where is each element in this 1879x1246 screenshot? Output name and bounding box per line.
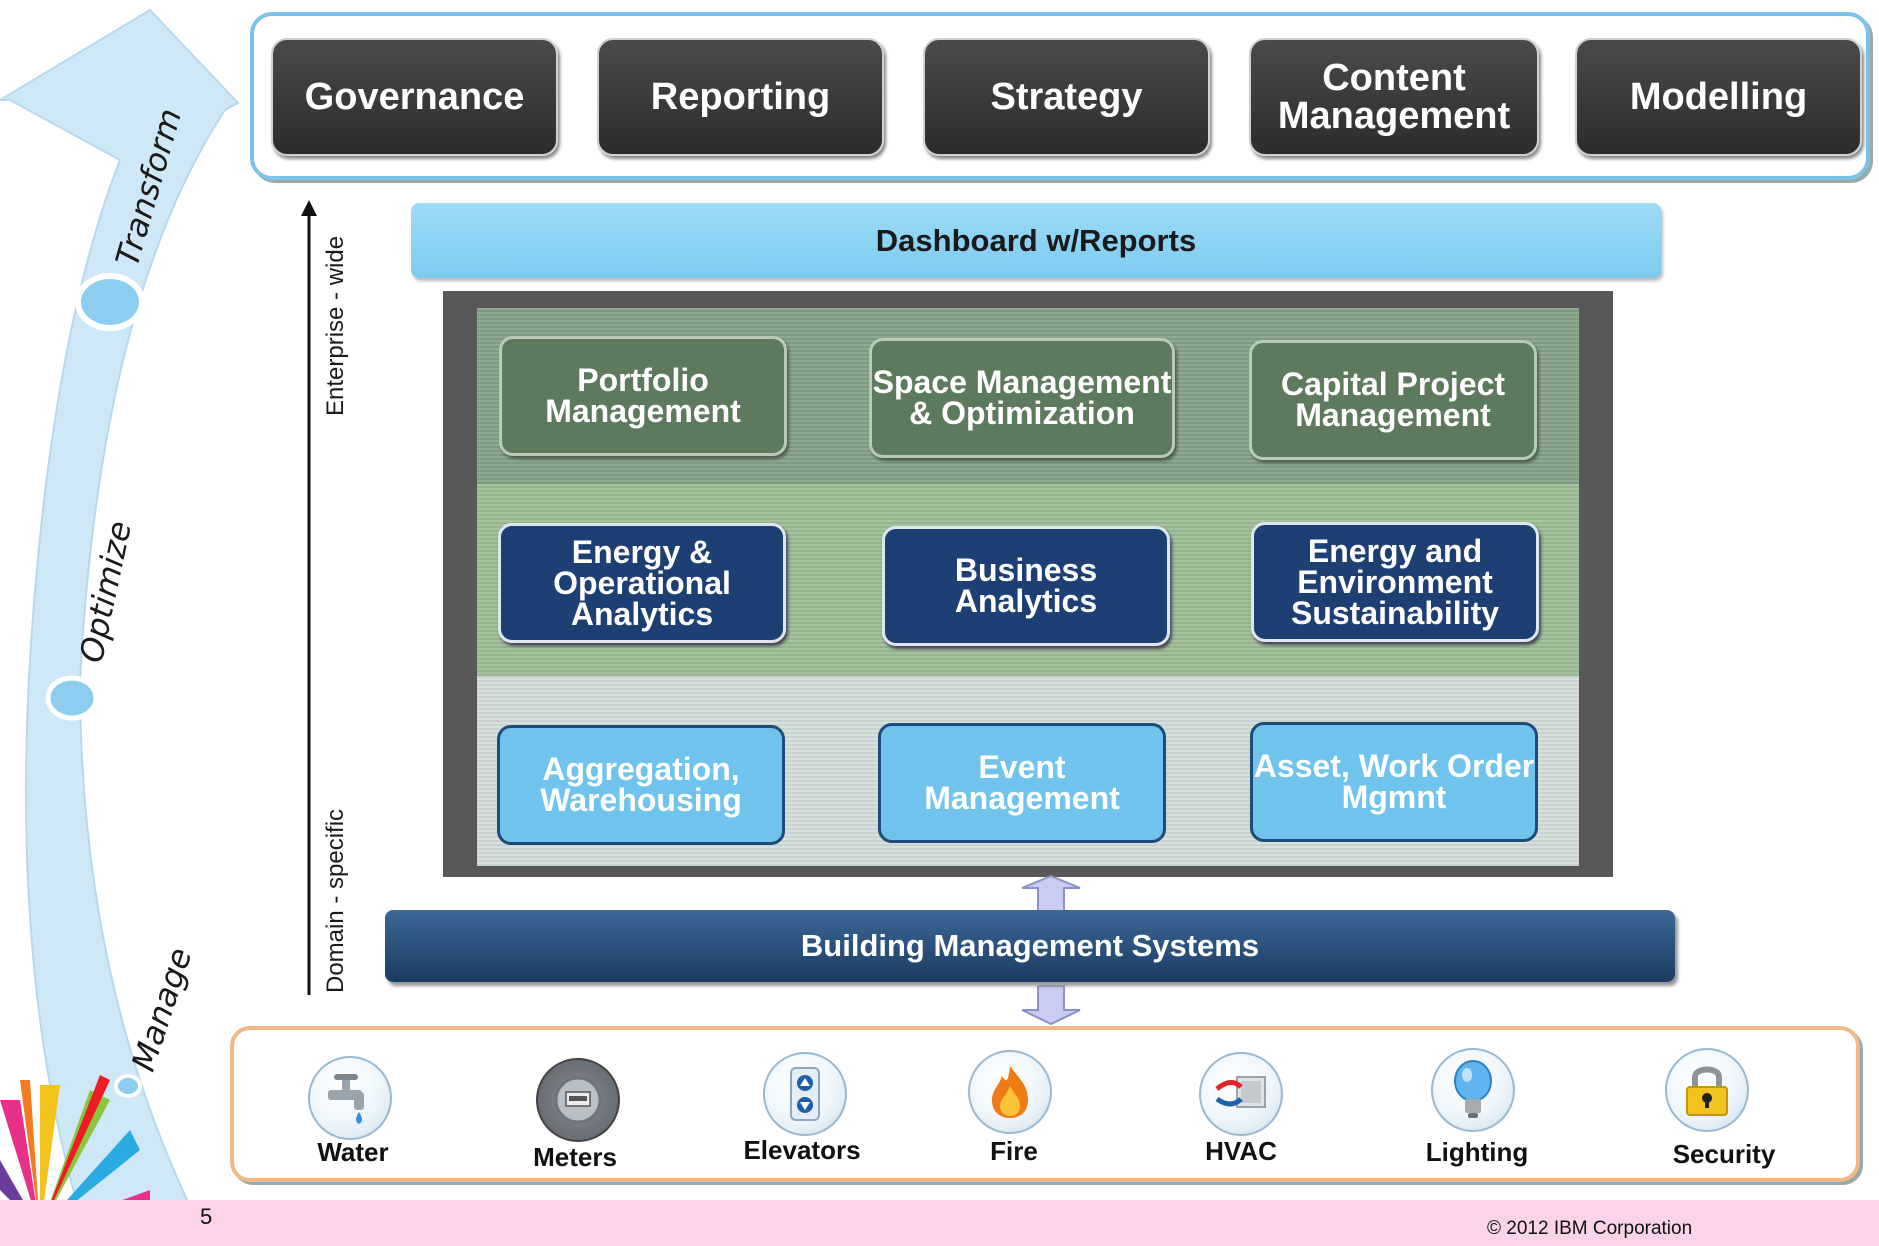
maturity-arrow <box>0 8 240 1246</box>
space-management-box: Space Management & Optimization <box>869 338 1175 458</box>
axis-enterprise-label: Enterprise - wide <box>322 235 349 416</box>
reporting-module: Reporting <box>597 38 884 156</box>
footer-bar <box>0 1200 1879 1246</box>
meters-label: Meters <box>533 1142 617 1172</box>
aggregation-warehousing-box: Aggregation, Warehousing <box>497 725 785 845</box>
portfolio-management-box: Portfolio Management <box>499 336 787 456</box>
meter-icon <box>536 1058 620 1142</box>
manage-dot <box>114 1074 142 1098</box>
padlock-icon <box>1665 1048 1749 1132</box>
elevators-label: Elevators <box>743 1135 861 1165</box>
water-label: Water <box>317 1137 389 1167</box>
copyright: © 2012 IBM Corporation <box>1487 1218 1693 1239</box>
modelling-module: Modelling <box>1575 38 1862 156</box>
content-management-module: Content Management <box>1249 38 1539 156</box>
business-analytics-box: Business Analytics <box>882 526 1170 646</box>
strategy-module: Strategy <box>923 38 1210 156</box>
faucet-icon <box>308 1056 392 1140</box>
hvac-label: HVAC <box>1205 1136 1277 1166</box>
bms-to-stack-arrow <box>1021 874 1081 913</box>
elevator-icon <box>763 1052 847 1136</box>
asset-work-order-box: Asset, Work Order Mgmnt <box>1250 722 1538 842</box>
security-label: Security <box>1672 1139 1776 1169</box>
page-number: 5 <box>200 1204 213 1229</box>
event-management-box: Event Management <box>878 723 1166 843</box>
building-management-systems-bar: Building Management Systems <box>385 910 1675 982</box>
lightbulb-icon <box>1431 1048 1515 1132</box>
governance-module: Governance <box>271 38 558 156</box>
energy-operational-analytics-box: Energy & Operational Analytics <box>498 523 786 643</box>
hvac-icon <box>1199 1052 1283 1136</box>
scope-axis-arrow <box>301 200 317 995</box>
fire-label: Fire <box>990 1136 1038 1166</box>
capital-project-box: Capital Project Management <box>1249 340 1537 460</box>
axis-domain-label: Domain - specific <box>322 808 349 993</box>
devices-to-bms-arrow <box>1021 985 1081 1026</box>
lighting-label: Lighting <box>1425 1137 1529 1167</box>
energy-environment-box: Energy and Environment Sustainability <box>1251 522 1539 642</box>
transform-dot <box>75 273 145 331</box>
optimize-dot <box>45 675 99 721</box>
dashboard-bar: Dashboard w/Reports <box>411 203 1661 278</box>
flame-icon <box>968 1050 1052 1134</box>
